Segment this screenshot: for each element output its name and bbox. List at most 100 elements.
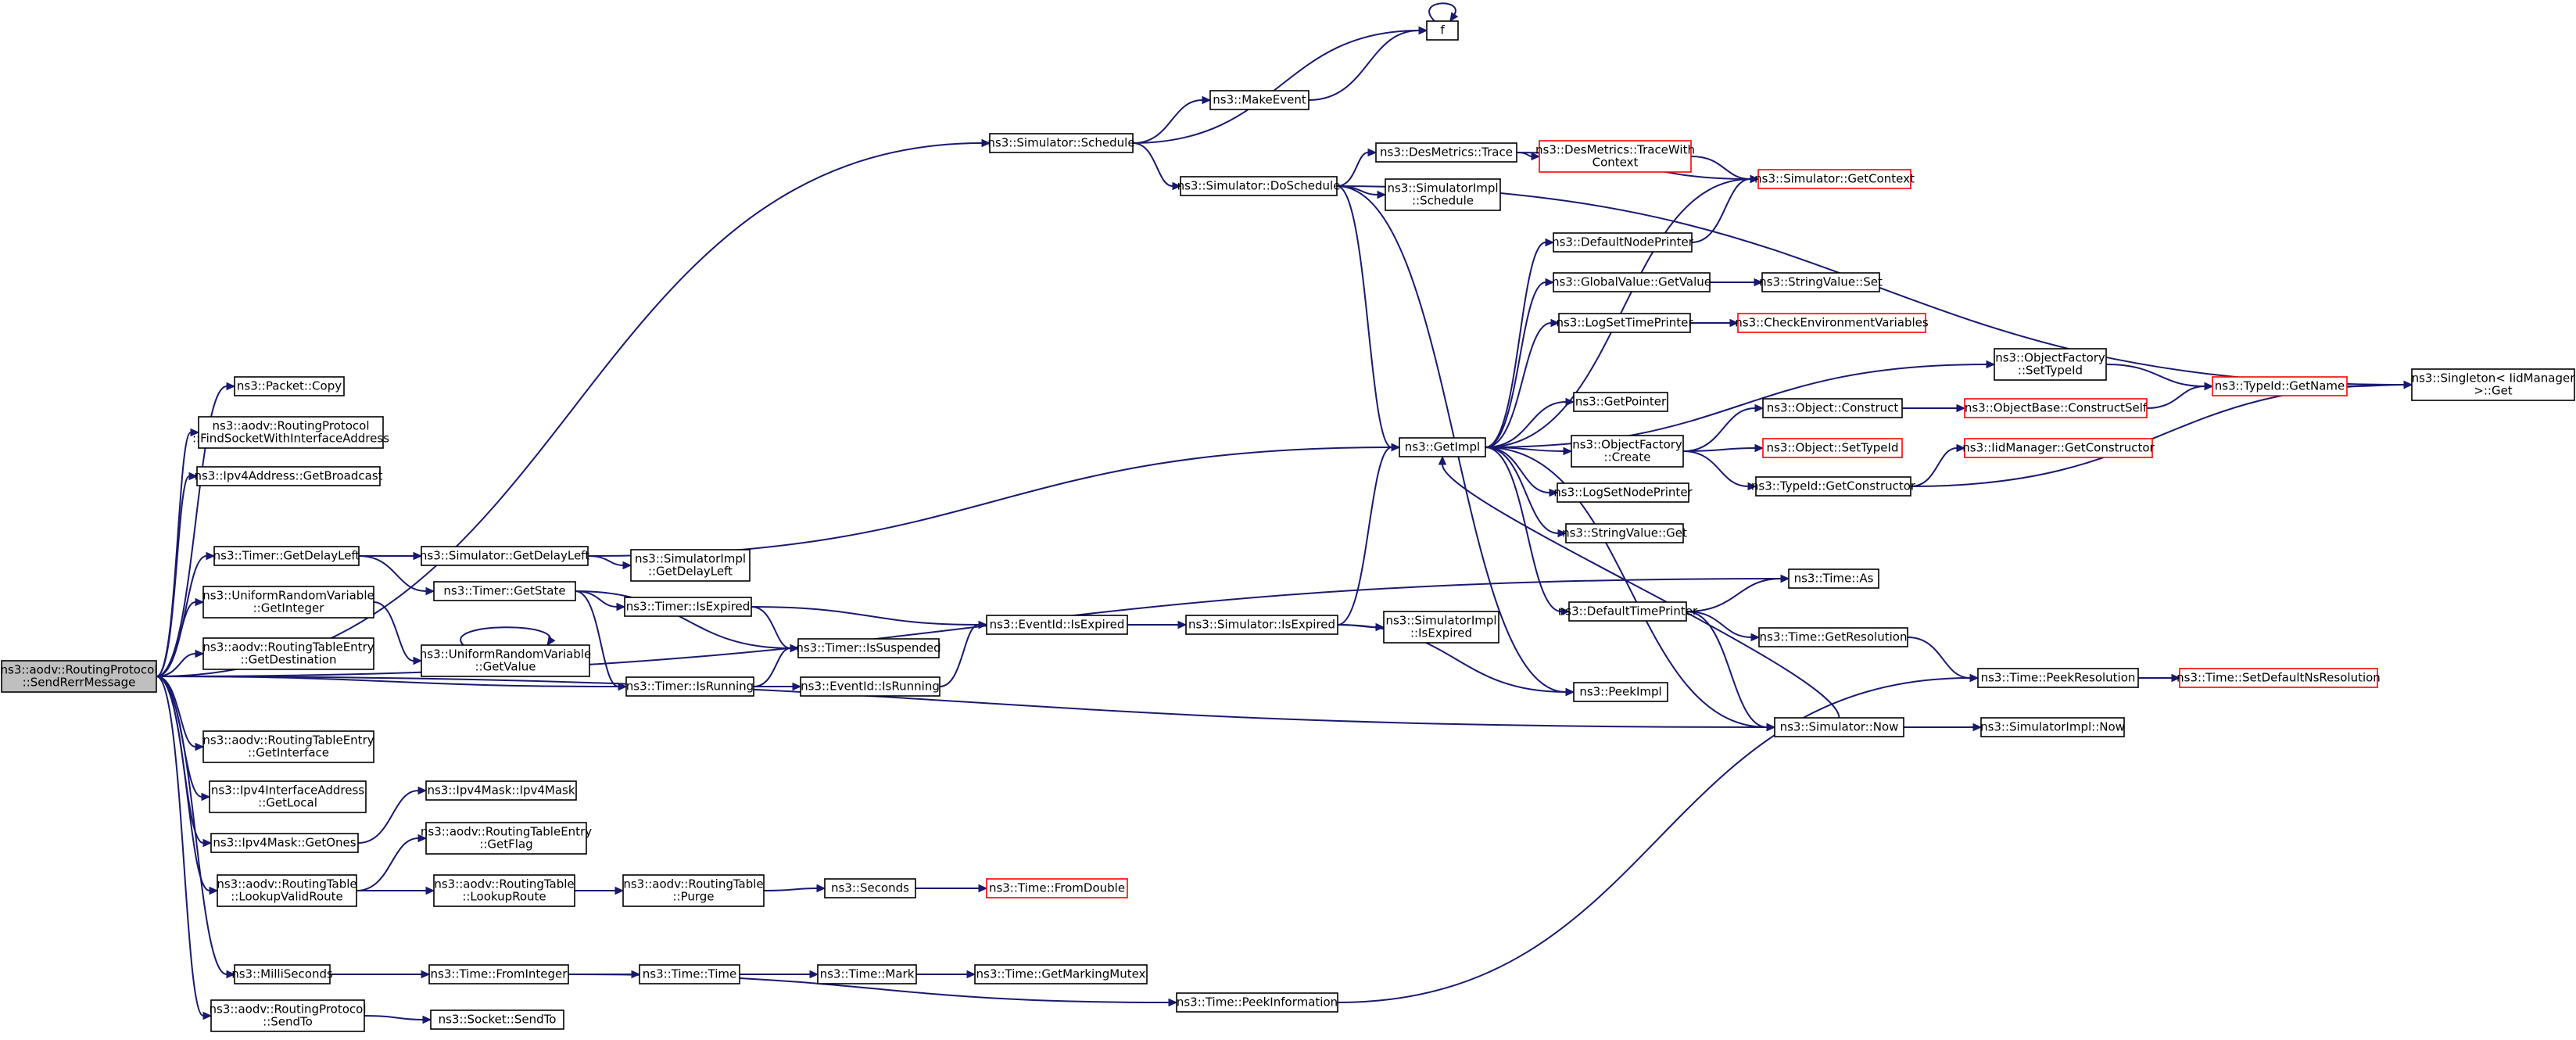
node-obj-factory-create[interactable]: ns3::ObjectFactory::Create xyxy=(1571,435,1684,468)
edge-root-to-ipv4MaskGetOnes xyxy=(156,676,204,844)
node-seconds[interactable]: ns3::Seconds xyxy=(824,878,916,898)
node-label: ::GetDelayLeft xyxy=(648,565,733,579)
edge-objFactoryCreate-to-typeIdGetConstructor xyxy=(1682,450,1749,487)
node-rt-entry-get-dest[interactable]: ns3::aodv::RoutingTableEntry::GetDestina… xyxy=(202,637,374,670)
node-milli-seconds[interactable]: ns3::MilliSeconds xyxy=(231,964,333,984)
node-root[interactable]: ns3::aodv::RoutingProtocol::SendRerrMess… xyxy=(1,660,158,693)
node-event-id-is-running[interactable]: ns3::EventId::IsRunning xyxy=(800,676,940,697)
node-timer-get-state[interactable]: ns3::Timer::GetState xyxy=(433,581,576,601)
node-time-time[interactable]: ns3::Time::Time xyxy=(639,964,740,984)
node-default-time-printer[interactable]: ns3::DefaultTimePrinter xyxy=(1558,601,1698,622)
node-type-id-get-constructor[interactable]: ns3::TypeId::GetConstructor xyxy=(1751,476,1916,497)
node-default-node-printer[interactable]: ns3::DefaultNodePrinter xyxy=(1552,232,1694,253)
node-uniform-get-integer[interactable]: ns3::UniformRandomVariable::GetInteger xyxy=(202,586,374,619)
node-time-as[interactable]: ns3::Time::As xyxy=(1788,568,1879,589)
node-event-id-is-expired[interactable]: ns3::EventId::IsExpired xyxy=(986,615,1128,635)
node-sim-impl-get-delay-left[interactable]: ns3::SimulatorImpl::GetDelayLeft xyxy=(630,549,751,582)
node-ipv4-get-broadcast[interactable]: ns3::Ipv4Address::GetBroadcast xyxy=(194,466,383,486)
node-global-get-value[interactable]: ns3::GlobalValue::GetValue xyxy=(1552,272,1711,292)
node-label: ns3::aodv::RoutingTableEntry xyxy=(421,825,592,839)
node-do-schedule[interactable]: ns3::Simulator::DoSchedule xyxy=(1177,176,1341,196)
node-make-event[interactable]: ns3::MakeEvent xyxy=(1209,90,1309,110)
node-uniform-get-value[interactable]: ns3::UniformRandomVariable::GetValue xyxy=(420,644,591,677)
node-log-set-time-printer[interactable]: ns3::LogSetTimePrinter xyxy=(1556,313,1693,333)
node-timer-is-expired[interactable]: ns3::Timer::IsExpired xyxy=(624,597,752,617)
edge-arrowhead xyxy=(1754,278,1764,287)
node-get-pointer[interactable]: ns3::GetPointer xyxy=(1573,392,1668,412)
node-rt-lookup-route[interactable]: ns3::aodv::RoutingTable::LookupRoute xyxy=(433,874,575,907)
node-rt-entry-get-interface[interactable]: ns3::aodv::RoutingTableEntry::GetInterfa… xyxy=(202,730,374,763)
node-iid-get-constructor[interactable]: ns3::IidManager::GetConstructor xyxy=(1962,438,2155,458)
node-timer-is-running[interactable]: ns3::Timer::IsRunning xyxy=(625,676,754,697)
node-label: ns3::DesMetrics::TraceWith xyxy=(1535,143,1695,157)
node-schedule[interactable]: ns3::Simulator::Schedule xyxy=(987,133,1135,153)
edge-timerGetDelayLeft-to-timerGetState xyxy=(358,555,427,592)
node-rt-lookup-valid-route[interactable]: ns3::aodv::RoutingTable::LookupValidRout… xyxy=(217,874,357,907)
node-string-value-set[interactable]: ns3::StringValue::Set xyxy=(1759,272,1883,292)
node-label: ns3::ObjectBase::ConstructSelf xyxy=(1965,401,2148,415)
node-label: ns3::Simulator::IsExpired xyxy=(1188,618,1335,632)
node-ipv4-mask-ctor[interactable]: ns3::Ipv4Mask::Ipv4Mask xyxy=(425,780,577,801)
node-label: ns3::SimulatorImpl xyxy=(1387,181,1498,195)
node-socket-send-to[interactable]: ns3::Socket::SendTo xyxy=(430,1010,564,1030)
node-peek-impl[interactable]: ns3::PeekImpl xyxy=(1573,682,1668,702)
node-label: ::GetValue xyxy=(475,660,536,674)
node-time-from-integer[interactable]: ns3::Time::FromInteger xyxy=(428,964,569,984)
node-label: ns3::aodv::RoutingProtocol xyxy=(210,1002,367,1017)
node-f[interactable]: f xyxy=(1426,20,1459,41)
node-object-set-type-id[interactable]: ns3::Object::SetTypeId xyxy=(1762,438,1903,458)
node-time-set-default-ns-res[interactable]: ns3::Time::SetDefaultNsResolution xyxy=(2177,668,2381,688)
node-time-peek-resolution[interactable]: ns3::Time::PeekResolution xyxy=(1977,668,2139,688)
node-ipv4-mask-get-ones[interactable]: ns3::Ipv4Mask::GetOnes xyxy=(210,833,359,853)
node-time-mark[interactable]: ns3::Time::Mark xyxy=(817,964,917,984)
node-obj-base-construct-self[interactable]: ns3::ObjectBase::ConstructSelf xyxy=(1964,398,2148,418)
node-label: ns3::TypeId::GetName xyxy=(2215,379,2345,393)
node-timer-is-suspended[interactable]: ns3::Timer::IsSuspended xyxy=(796,638,941,658)
node-sim-impl-is-expired[interactable]: ns3::SimulatorImpl::IsExpired xyxy=(1383,611,1499,644)
edge-uniformGetInteger-to-uniformGetValue xyxy=(373,601,414,662)
node-des-trace[interactable]: ns3::DesMetrics::Trace xyxy=(1375,142,1517,163)
node-label: ns3::Timer::IsRunning xyxy=(626,680,754,694)
edge-timerGetState-to-timerIsRunning xyxy=(575,590,619,687)
node-string-value-get[interactable]: ns3::StringValue::Get xyxy=(1562,523,1687,543)
node-ipv4-iface-get-local[interactable]: ns3::Ipv4InterfaceAddress::GetLocal xyxy=(209,780,367,813)
node-log-set-node-printer[interactable]: ns3::LogSetNodePrinter xyxy=(1553,482,1693,503)
node-rt-purge[interactable]: ns3::aodv::RoutingTable::Purge xyxy=(622,874,765,907)
edge-arrowhead xyxy=(226,382,236,391)
node-get-context[interactable]: ns3::Simulator::GetContext xyxy=(1754,169,1915,189)
node-label: ::Purge xyxy=(672,890,714,904)
node-find-socket[interactable]: ns3::aodv::RoutingProtocol::FindSocketWi… xyxy=(192,416,389,449)
edge-arrowhead xyxy=(413,551,423,561)
node-object-construct[interactable]: ns3::Object::Construct xyxy=(1762,398,1903,418)
node-sim-now[interactable]: ns3::Simulator::Now xyxy=(1774,717,1904,737)
edge-rtLookupValidRoute-to-rtEntryGetFlag xyxy=(356,837,419,891)
node-label: ns3::Seconds xyxy=(831,881,909,895)
node-sim-impl-now[interactable]: ns3::SimulatorImpl::Now xyxy=(1980,717,2125,737)
node-obj-factory-set-type-id[interactable]: ns3::ObjectFactory::SetTypeId xyxy=(1994,348,2107,381)
node-label: ns3::CheckEnvironmentVariables xyxy=(1735,316,1929,330)
node-sim-is-expired[interactable]: ns3::Simulator::IsExpired xyxy=(1185,615,1338,635)
edge-arrowhead xyxy=(1531,152,1541,161)
node-packet-copy[interactable]: ns3::Packet::Copy xyxy=(234,376,345,396)
edge-defaultNodePrinter-to-getContext xyxy=(1691,178,1751,243)
edge-rpSendTo-to-socketSendTo xyxy=(364,1015,424,1020)
node-sim-impl-schedule[interactable]: ns3::SimulatorImpl::Schedule xyxy=(1385,178,1501,211)
node-type-id-get-name[interactable]: ns3::TypeId::GetName xyxy=(2212,376,2348,396)
node-timer-get-delay-left[interactable]: ns3::Timer::GetDelayLeft xyxy=(213,546,360,566)
node-rt-entry-get-flag[interactable]: ns3::aodv::RoutingTableEntry::GetFlag xyxy=(421,822,592,855)
edge-arrowhead xyxy=(417,786,428,795)
node-get-impl[interactable]: ns3::GetImpl xyxy=(1399,437,1486,457)
node-rp-send-to[interactable]: ns3::aodv::RoutingProtocol::SendTo xyxy=(210,999,367,1032)
node-singleton-get[interactable]: ns3::Singleton< IidManager>::Get xyxy=(2411,368,2576,401)
node-time-get-marking-mutex[interactable]: ns3::Time::GetMarkingMutex xyxy=(974,964,1148,984)
edge-root-to-uniformGetInteger xyxy=(156,601,196,677)
node-check-env[interactable]: ns3::CheckEnvironmentVariables xyxy=(1735,313,1929,333)
node-label: ns3::UniformRandomVariable xyxy=(202,589,374,603)
node-time-from-double[interactable]: ns3::Time::FromDouble xyxy=(986,878,1128,898)
node-time-get-resolution[interactable]: ns3::Time::GetResolution xyxy=(1758,627,1908,647)
node-time-peek-information[interactable]: ns3::Time::PeekInformation xyxy=(1176,992,1338,1013)
node-sim-get-delay-left[interactable]: ns3::Simulator::GetDelayLeft xyxy=(420,546,589,566)
edge-objFactoryCreate-to-objectSetTypeId xyxy=(1682,447,1756,452)
